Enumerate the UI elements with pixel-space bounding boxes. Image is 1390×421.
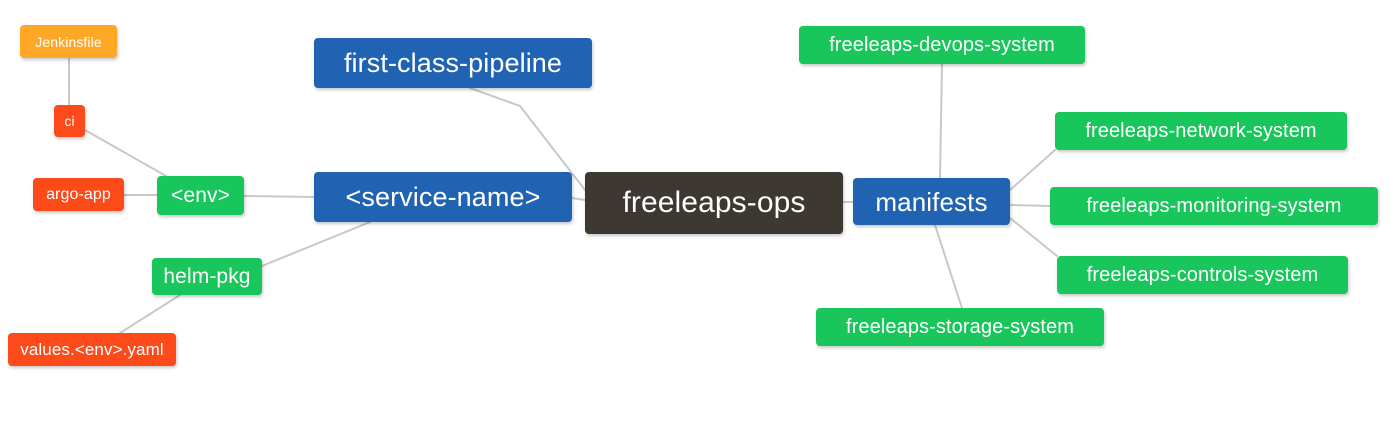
mindmap-node-label-freeleaps-devops-system: freeleaps-devops-system: [829, 34, 1055, 56]
mindmap-node-service-name[interactable]: <service-name>: [314, 172, 572, 222]
mindmap-node-helm-pkg[interactable]: helm-pkg: [152, 258, 262, 295]
mindmap-node-label-freeleaps-monitoring-system: freeleaps-monitoring-system: [1086, 195, 1342, 217]
mindmap-edge-service-name-to-helm-pkg: [261, 221, 371, 267]
mindmap-edge-manifests-to-freeleaps-network-system: [1009, 149, 1056, 191]
mindmap-edge-manifests-to-freeleaps-controls-system: [1009, 217, 1058, 257]
mindmap-node-label-root: freeleaps-ops: [622, 186, 806, 219]
mindmap-node-manifests[interactable]: manifests: [853, 178, 1010, 225]
mindmap-node-argo-app[interactable]: argo-app: [33, 178, 124, 211]
mindmap-node-freeleaps-monitoring-system[interactable]: freeleaps-monitoring-system: [1050, 187, 1378, 225]
mindmap-edge-manifests-to-freeleaps-devops-system: [939, 63, 943, 179]
mindmap-edge-manifests-to-freeleaps-monitoring-system: [1009, 204, 1051, 207]
mindmap-node-freeleaps-devops-system[interactable]: freeleaps-devops-system: [799, 26, 1085, 64]
mindmap-node-label-freeleaps-network-system: freeleaps-network-system: [1085, 120, 1317, 142]
mindmap-node-label-manifests: manifests: [875, 186, 988, 217]
mindmap-edge-helm-pkg-to-values-env-yaml: [119, 294, 181, 334]
mindmap-edge-manifests-to-freeleaps-storage-system: [934, 224, 963, 309]
mindmap-node-jenkinsfile[interactable]: Jenkinsfile: [20, 25, 117, 58]
mindmap-node-ci[interactable]: ci: [54, 105, 85, 137]
mindmap-node-label-jenkinsfile: Jenkinsfile: [35, 33, 102, 50]
mindmap-node-first-class-pipeline[interactable]: first-class-pipeline: [314, 38, 592, 88]
mindmap-node-freeleaps-controls-system[interactable]: freeleaps-controls-system: [1057, 256, 1348, 294]
mindmap-node-freeleaps-storage-system[interactable]: freeleaps-storage-system: [816, 308, 1104, 346]
mindmap-node-label-service-name: <service-name>: [345, 181, 541, 212]
mindmap-node-env[interactable]: <env>: [157, 176, 244, 215]
mindmap-node-label-argo-app: argo-app: [46, 185, 111, 203]
mindmap-edge-service-name-to-env: [243, 195, 315, 198]
mindmap-node-label-ci: ci: [64, 113, 75, 129]
mindmap-edge-root-to-service-name: [571, 197, 586, 201]
mindmap-node-root[interactable]: freeleaps-ops: [585, 172, 843, 234]
mindmap-node-label-freeleaps-storage-system: freeleaps-storage-system: [845, 316, 1075, 338]
mindmap-edge-env-to-ci: [84, 129, 167, 177]
mindmap-node-values-env-yaml[interactable]: values.<env>.yaml: [8, 333, 176, 366]
mindmap-node-label-values-env-yaml: values.<env>.yaml: [20, 340, 164, 359]
mindmap-node-label-first-class-pipeline: first-class-pipeline: [343, 47, 563, 78]
mindmap-node-label-helm-pkg: helm-pkg: [163, 265, 251, 288]
mindmap-node-label-env: <env>: [171, 184, 230, 207]
mindmap-node-label-freeleaps-controls-system: freeleaps-controls-system: [1086, 264, 1319, 286]
mindmap-node-freeleaps-network-system[interactable]: freeleaps-network-system: [1055, 112, 1347, 150]
